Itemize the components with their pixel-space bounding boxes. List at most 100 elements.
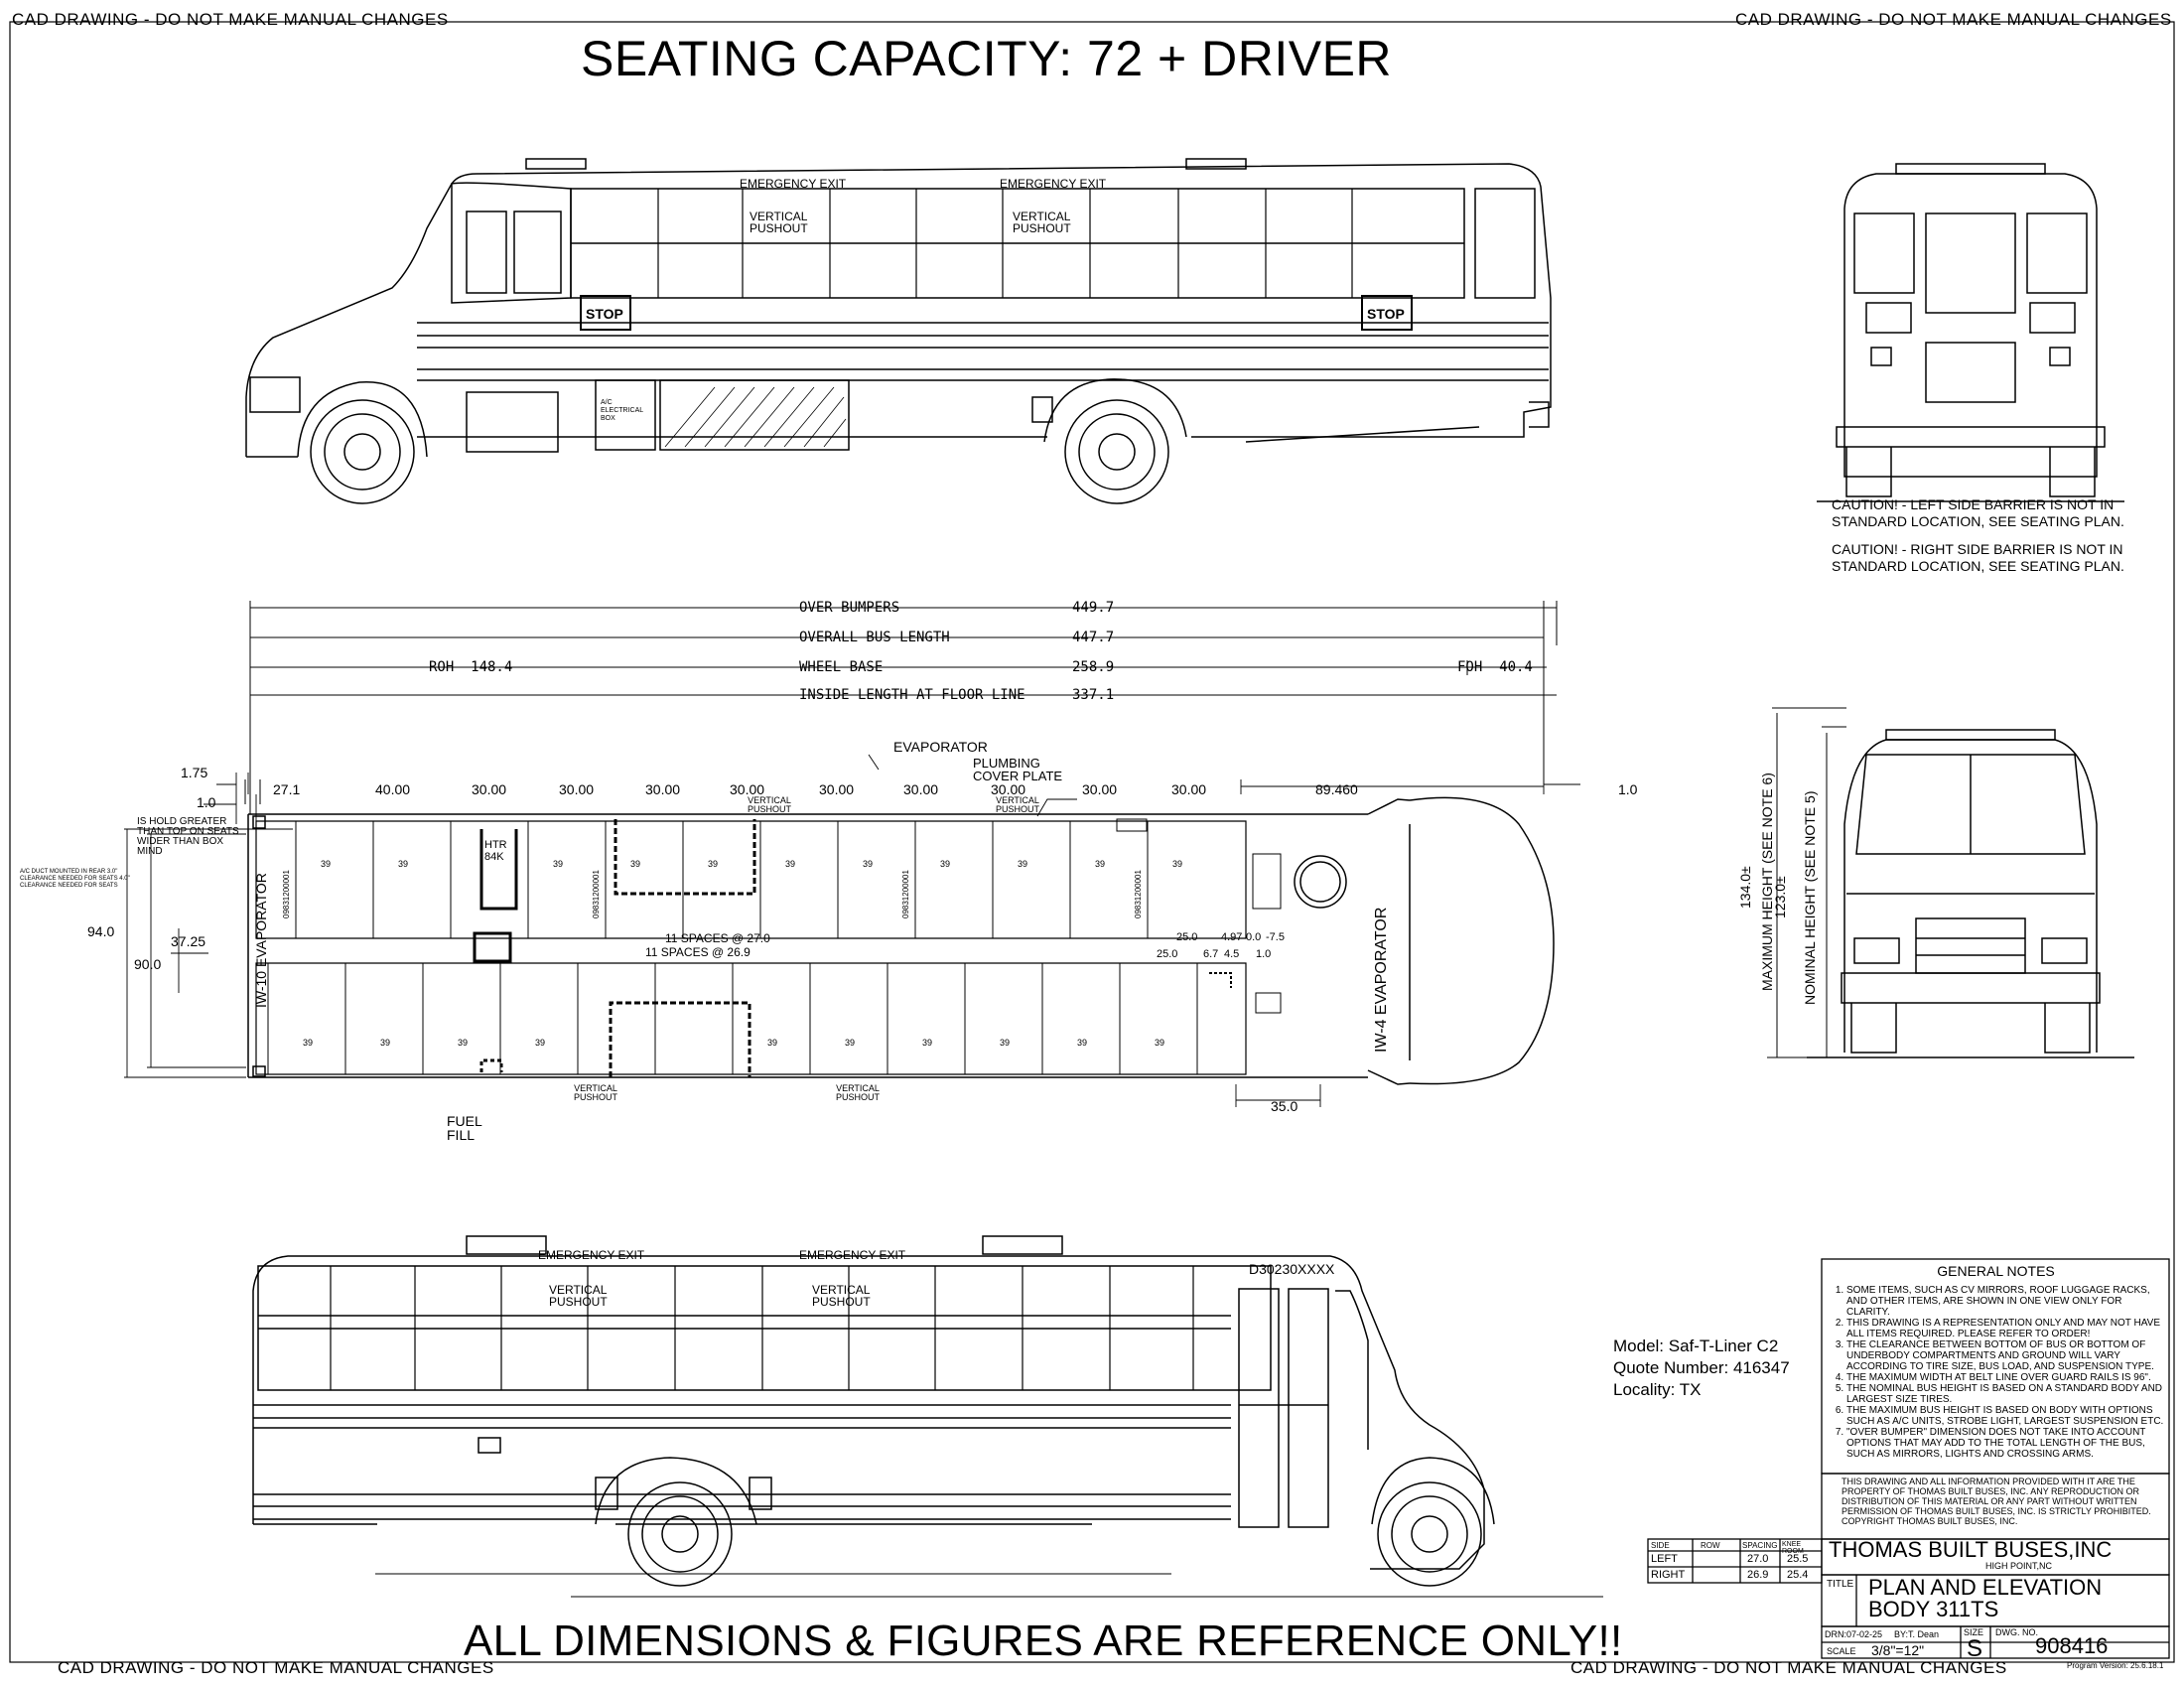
plan-view — [124, 601, 1580, 1107]
heater-label: HTR 84K — [484, 839, 507, 863]
table-header-knee-room: KNEE ROOM — [1782, 1541, 1804, 1555]
door-width: 35.0 — [1271, 1098, 1298, 1114]
company-location: HIGH POINT,NC — [1985, 1561, 2053, 1571]
overall-length-value: 447.7 — [1072, 630, 1115, 645]
seat-number: 39 — [845, 1038, 856, 1048]
seat-number: 39 — [1018, 859, 1028, 869]
bottom-emergency-exit-1: EMERGENCY EXIT — [538, 1248, 645, 1262]
top-stop-sign-1: STOP — [586, 306, 623, 322]
rear-evaporator-label: IW-10 EVAPORATOR — [253, 873, 269, 1008]
plan-vertical-pushout-top-1: VERTICAL PUSHOUT — [747, 795, 791, 814]
top-stop-sign-2: STOP — [1367, 306, 1405, 322]
front-evaporator-label: IW-4 EVAPORATOR — [1373, 907, 1390, 1053]
spacing-label: 27.1 — [273, 781, 301, 797]
spacing-label: 30.00 — [1082, 781, 1118, 797]
plumbing-cover-plate-label: PLUMBING COVER PLATE — [973, 756, 1063, 783]
model-info: Model: Saf-T-Liner C2 Quote Number: 4163… — [1613, 1336, 1790, 1401]
dim-4-97: 4.97 — [1221, 931, 1243, 943]
caution-left: CAUTION! - LEFT SIDE BARRIER IS NOT IN S… — [1832, 496, 2124, 529]
reference-only-footer: ALL DIMENSIONS & FIGURES ARE REFERENCE O… — [464, 1617, 1623, 1665]
table-header-side: SIDE — [1651, 1541, 1670, 1550]
size-label: SIZE — [1964, 1627, 1984, 1637]
table-header-row: ROW — [1701, 1541, 1720, 1550]
right-dimension: 1.0 — [1618, 781, 1638, 797]
spacing-label: 40.00 — [375, 781, 411, 797]
bottom-vertical-pushout-1: VERTICAL PUSHOUT — [549, 1283, 608, 1309]
drawing-title-line2: BODY 311TS — [1868, 1599, 1999, 1620]
size-value: S — [1967, 1637, 1983, 1661]
fuel-fill-label: FUEL FILL — [447, 1113, 482, 1143]
dim-4-5: 4.5 — [1224, 948, 1240, 960]
wheel-base-value: 258.9 — [1072, 659, 1115, 675]
bottom-emergency-exit-2: EMERGENCY EXIT — [799, 1248, 906, 1262]
inside-length-label: INSIDE LENGTH AT FLOOR LINE — [799, 687, 1025, 703]
seat-number: 39 — [630, 859, 641, 869]
title-block-frame — [1647, 1258, 2170, 1659]
seat-number: 39 — [380, 1038, 391, 1048]
seat-number: 39 — [321, 859, 332, 869]
spacing-label: 30.00 — [991, 781, 1026, 797]
ac-electrical-box: A/C ELECTRICAL BOX — [601, 399, 643, 422]
company-name: THOMAS BUILT BUSES,INC — [1829, 1537, 2113, 1562]
seat-number: 39 — [458, 1038, 469, 1048]
dim-25-0-b: 25.0 — [1157, 948, 1178, 960]
wheel-base-label: WHEEL BASE — [799, 659, 884, 675]
front-view — [1767, 707, 2134, 1058]
watermark-bottom-left: CAD DRAWING - DO NOT MAKE MANUAL CHANGES — [58, 1658, 494, 1677]
rear-view — [1817, 163, 2124, 502]
aisle-37-25: 37.25 — [171, 933, 206, 949]
rear-hold-note: IS HOLD GREATER THAN TOP ON SEATS WIDER … — [137, 816, 239, 857]
seat-number: 39 — [922, 1038, 933, 1048]
general-notes: GENERAL NOTES SOME ITEMS, SUCH AS CV MIR… — [1825, 1263, 2167, 1460]
bottom-vertical-pushout-2: VERTICAL PUSHOUT — [812, 1283, 871, 1309]
seating-capacity-title: SEATING CAPACITY: 72 + DRIVER — [581, 31, 1393, 86]
side-elevation-top — [245, 158, 1552, 504]
width-90: 90.0 — [134, 956, 162, 972]
general-note: THE NOMINAL BUS HEIGHT IS BASED ON A STA… — [1846, 1383, 2167, 1405]
seat-number: 39 — [1172, 859, 1183, 869]
seat-number: 39 — [767, 1038, 778, 1048]
table-cell-spacing-right: 26.9 — [1747, 1569, 1769, 1581]
model-name: Model: Saf-T-Liner C2 — [1613, 1336, 1779, 1355]
table-cell-knee-right: 25.4 — [1787, 1569, 1809, 1581]
ac-duct-note: A/C DUCT MOUNTED IN REAR 3.0" CLEARANCE … — [20, 869, 130, 889]
seat-number: 39 — [303, 1038, 314, 1048]
body-code: D30230XXXX — [1249, 1261, 1335, 1277]
seat-number: 39 — [785, 859, 796, 869]
scale-label: SCALE — [1827, 1646, 1856, 1656]
general-note: THE MAXIMUM BUS HEIGHT IS BASED ON BODY … — [1846, 1405, 2167, 1427]
spacing-label: 30.00 — [730, 781, 765, 797]
proprietary-notice: THIS DRAWING AND ALL INFORMATION PROVIDE… — [1842, 1477, 2151, 1526]
table-cell-knee-left: 25.5 — [1787, 1553, 1809, 1565]
rear-overhang: ROH 148.4 — [429, 659, 513, 675]
dim-6-7: 6.7 — [1203, 948, 1219, 960]
general-note: THE CLEARANCE BETWEEN BOTTOM OF BUS OR B… — [1846, 1339, 2167, 1372]
caution-right: CAUTION! - RIGHT SIDE BARRIER IS NOT IN … — [1832, 541, 2124, 574]
watermark-top-right: CAD DRAWING - DO NOT MAKE MANUAL CHANGES — [1735, 10, 2172, 29]
seat-number: 39 — [535, 1038, 546, 1048]
seat-part-number: 09831200001 — [901, 870, 910, 918]
dim-1-0: 1.0 — [197, 794, 216, 810]
general-notes-list: SOME ITEMS, SUCH AS CV MIRRORS, ROOF LUG… — [1825, 1285, 2167, 1460]
spacing-label: 30.00 — [645, 781, 681, 797]
table-cell-side-left: LEFT — [1651, 1553, 1678, 1565]
dim-25-0-a: 25.0 — [1176, 931, 1198, 943]
nominal-height-label: NOMINAL HEIGHT (SEE NOTE 5) — [1802, 790, 1818, 1005]
spacing-label: 30.00 — [1171, 781, 1207, 797]
title-label: TITLE — [1827, 1579, 1854, 1590]
dwg-number-label: DWG. NO. — [1995, 1627, 2038, 1637]
over-bumpers-value: 449.7 — [1072, 600, 1115, 616]
spacing-label: 30.00 — [819, 781, 855, 797]
general-notes-title: GENERAL NOTES — [1937, 1263, 2055, 1279]
max-height-label: MAXIMUM HEIGHT (SEE NOTE 6) — [1759, 773, 1775, 991]
drawing-title-line1: PLAN AND ELEVATION — [1868, 1577, 2103, 1599]
overall-length-label: OVERALL BUS LENGTH — [799, 630, 950, 645]
plan-vertical-pushout-top-2: VERTICAL PUSHOUT — [995, 795, 1039, 814]
seat-number: 39 — [863, 859, 874, 869]
top-emergency-exit-2: EMERGENCY EXIT — [1000, 177, 1107, 191]
seat-number: 39 — [398, 859, 409, 869]
program-version: Program Version: 25.6.18.1 — [2067, 1661, 2164, 1670]
spacing-label: 30.00 — [903, 781, 939, 797]
seat-part-number: 09831200001 — [592, 870, 601, 918]
